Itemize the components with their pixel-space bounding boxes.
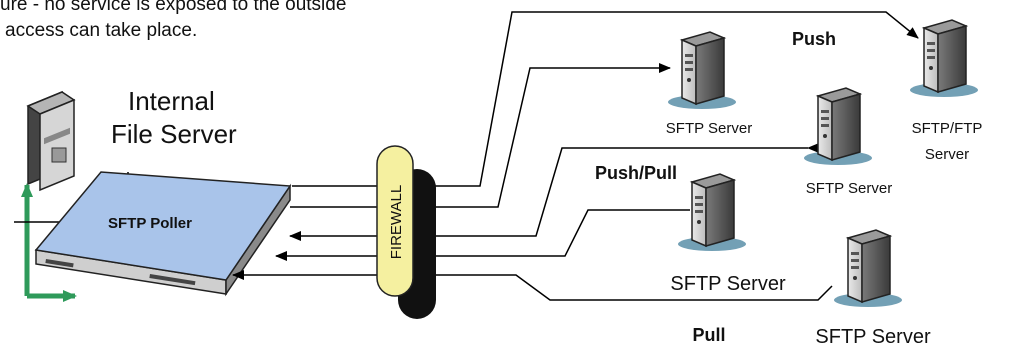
axis-arrows-icon <box>21 183 77 302</box>
internal-label-line-1: Internal <box>128 86 215 116</box>
server-5-label: SFTP Server <box>815 326 931 348</box>
mode-push-label: Push <box>792 29 836 49</box>
firewall-icon <box>376 145 436 319</box>
server-3-label: SFTP Server <box>806 180 892 197</box>
server-4-label: SFTP Server <box>670 273 786 295</box>
firewall-label: FIREWALL <box>388 185 405 259</box>
internal-file-server-icon <box>26 90 76 192</box>
server-icon-3 <box>803 87 873 166</box>
server-icon-2 <box>909 19 979 98</box>
internal-label-line-2: File Server <box>111 119 237 149</box>
mode-pushpull-label: Push/Pull <box>595 163 677 183</box>
caption-line-2: access can take place. <box>5 20 197 41</box>
server-icon-4 <box>677 173 747 252</box>
server-1-label: SFTP Server <box>666 120 752 137</box>
server-2-label-line-1: SFTP/FTP <box>912 120 983 137</box>
server-icon-5 <box>833 229 903 308</box>
poller-label: SFTP Poller <box>108 215 192 232</box>
server-icon-1 <box>667 31 737 110</box>
caption-line-1: ure - no service is exposed to the outsi… <box>0 0 346 15</box>
mode-pull-label: Pull <box>692 325 725 345</box>
pull-arrow-1 <box>275 209 690 261</box>
server-2-label-line-2: Server <box>925 146 969 163</box>
